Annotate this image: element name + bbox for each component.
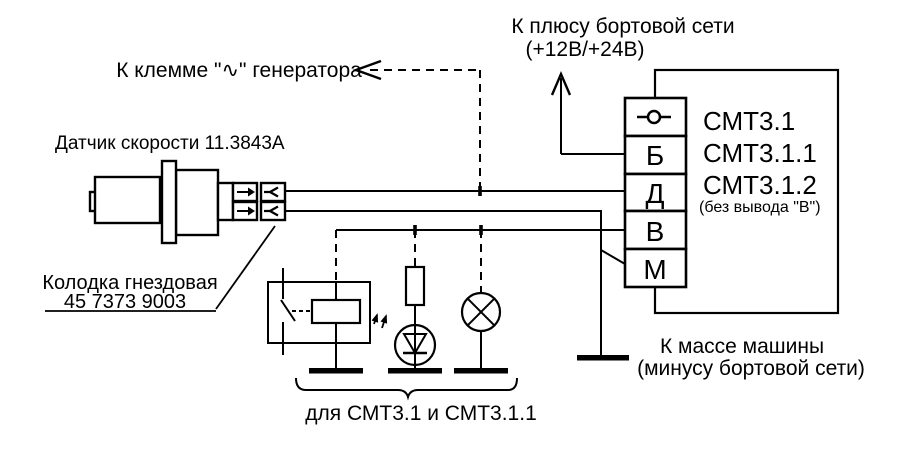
brace-curve (295, 377, 518, 401)
wire-sensor-to-m (285, 210, 602, 355)
plug-pin-arrow-icon (237, 187, 255, 216)
sensor-body (93, 175, 162, 225)
model-note: (без вывода "В") (699, 199, 821, 216)
ground-symbol (388, 368, 442, 374)
indicator-terminal-icon (637, 109, 671, 125)
sensor-label: Датчик скорости 11.3843А (55, 133, 285, 154)
models-brace-label: для СМТ3.1 и СМТ3.1.1 (305, 402, 537, 425)
connector-label-line1: Колодка гнездовая (42, 272, 217, 294)
ground-symbol (577, 355, 629, 361)
power-label-line2: (+12В/+24В) (525, 38, 644, 61)
speed-sensor-symbol: Датчик скорости 11.3843А (55, 133, 287, 245)
sensor-connector-base (216, 181, 235, 222)
callout-leader-line (215, 225, 276, 310)
machine-ground: К массе машины (минусу бортовой сети) (577, 335, 865, 380)
generator-line: К клемме "∿" генератора (116, 59, 481, 189)
ground-symbol (309, 368, 363, 374)
terminal-label-v: В (646, 216, 665, 247)
terminal-label-b: Б (646, 140, 664, 171)
device-box: Б Д В М СМТ3.1 СМТ3.1.1 СМТ3.1.2 (без вы… (623, 68, 840, 315)
led-emission-arrows-icon (371, 313, 388, 329)
terminal-cell-m (623, 247, 688, 289)
terminal-label-d: Д (646, 178, 665, 209)
power-label-line1: К плюсу бортовой сети (511, 15, 734, 38)
model-name-1: СМТ3.1 (703, 106, 795, 136)
socket-contact-icon (264, 186, 279, 217)
ground-label-line1: К массе машины (660, 335, 824, 358)
connector-label-line2: 45 7373 9003 (64, 291, 186, 313)
power-line: К плюсу бортовой сети (+12В/+24В) (511, 15, 735, 154)
relay-symbol (267, 230, 371, 374)
ground-label-line2: (минусу бортовой сети) (637, 357, 865, 380)
connector-callout: Колодка гнездовая 45 7373 9003 (42, 225, 276, 313)
up-arrow-icon (550, 70, 572, 96)
models-brace: для СМТ3.1 и СМТ3.1.1 (295, 377, 537, 425)
left-arrow-icon (352, 59, 382, 81)
relay-switch-blade (280, 299, 296, 322)
relay-outline (267, 281, 371, 344)
lamp-symbol (454, 230, 508, 374)
sensor-head (174, 168, 220, 237)
led-branch (371, 230, 442, 374)
relay-coil (310, 298, 362, 325)
lamp-x-stroke (466, 297, 496, 327)
terminal-cell-d (623, 172, 688, 213)
terminal-label-m: М (643, 254, 666, 285)
wire-m-branch (600, 249, 626, 265)
resistor-symbol (404, 265, 426, 307)
model-name-2: СМТ3.1.1 (703, 138, 817, 168)
model-name-3: СМТ3.1.2 (703, 170, 817, 200)
generator-label: К клемме "∿" генератора (116, 59, 362, 82)
sensor-flange (160, 159, 178, 245)
ground-symbol (454, 368, 508, 374)
